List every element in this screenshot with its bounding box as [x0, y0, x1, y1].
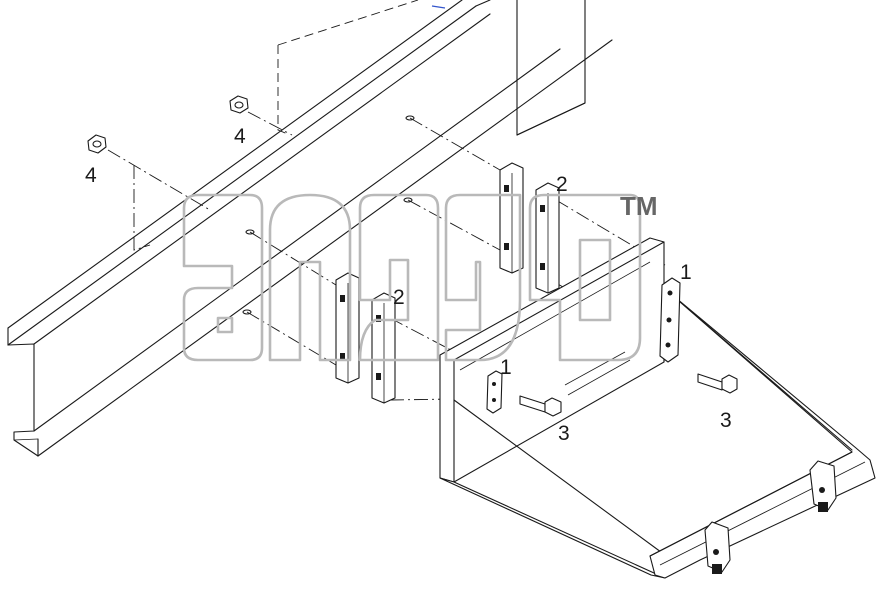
spacer-bracket-part-2-upper: [499, 162, 560, 294]
top-mark: [431, 5, 446, 9]
frame-side-panel: [277, 0, 586, 136]
callout-3-right: 3: [720, 409, 732, 432]
nut-part-4-upper: [229, 95, 249, 114]
frame-rail: [7, 0, 613, 457]
callout-3-left: 3: [558, 422, 570, 445]
rail-mounting-holes: [242, 115, 415, 315]
bolt-part-3-left: [519, 395, 562, 417]
callout-2-upper: 2: [556, 173, 568, 196]
callout-4-lower: 4: [85, 164, 97, 187]
callout-2-lower: 2: [393, 286, 405, 309]
latch-right: [809, 460, 837, 512]
callout-1-right: 1: [680, 261, 692, 284]
spacer-bracket-part-2-lower: [335, 272, 396, 404]
hinge-part-1-left: [486, 370, 503, 414]
latch-left: [704, 521, 731, 574]
hinge-part-1-right: [659, 277, 681, 363]
trademark-symbol: TM: [620, 191, 658, 221]
callout-1-left: 1: [500, 356, 512, 379]
nut-part-4-lower: [87, 134, 107, 154]
watermark-logo: TM: [182, 191, 658, 362]
bolt-part-3-right: [697, 373, 738, 394]
callout-4-upper: 4: [234, 125, 246, 148]
tool-box: [439, 237, 876, 579]
callout-labels: 4 4 2 2 1 1 3 3: [85, 125, 732, 445]
